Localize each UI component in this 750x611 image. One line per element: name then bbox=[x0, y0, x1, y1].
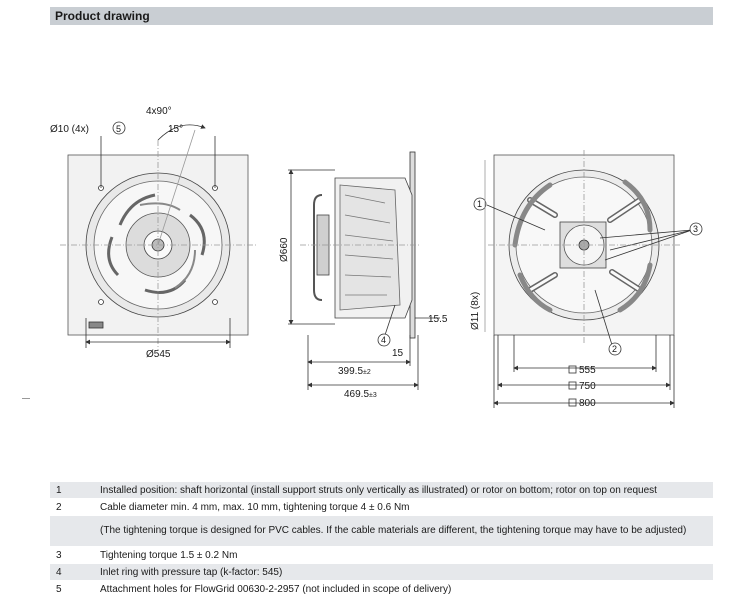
note-text: Attachment holes for FlowGrid 00630-2-29… bbox=[94, 580, 713, 597]
note-number bbox=[50, 515, 94, 547]
rear-hole-label: Ø11 (8x) bbox=[470, 292, 481, 330]
rear-callout-2: 2 bbox=[612, 344, 617, 354]
front-callout: 5 bbox=[116, 124, 121, 134]
rear-view bbox=[473, 150, 703, 408]
section-title: Product drawing bbox=[55, 9, 150, 23]
front-hole-label: Ø10 (4x) bbox=[50, 124, 89, 135]
side-thickness: 15 bbox=[392, 348, 404, 359]
note-row: 1 Installed position: shaft horizontal (… bbox=[50, 481, 713, 499]
front-view bbox=[60, 121, 258, 350]
front-angle: 15° bbox=[168, 124, 183, 135]
note-text: (The tightening torque is designed for P… bbox=[94, 515, 713, 547]
side-depth1: 399.5±2 bbox=[338, 366, 371, 377]
note-row: 5 Attachment holes for FlowGrid 00630-2-… bbox=[50, 580, 713, 597]
rear-dim-555: 555 bbox=[579, 365, 596, 376]
front-diameter: Ø545 bbox=[146, 349, 171, 360]
front-angle-total: 4x90° bbox=[146, 106, 172, 117]
note-row: 3 Tightening torque 1.5 ± 0.2 Nm bbox=[50, 546, 713, 564]
rear-dim-800: 800 bbox=[579, 398, 596, 409]
notes-table: 1 Installed position: shaft horizontal (… bbox=[50, 481, 713, 597]
side-depth2: 469.5±3 bbox=[344, 389, 377, 400]
section-header: Product drawing bbox=[50, 7, 713, 25]
note-number: 5 bbox=[50, 580, 94, 597]
note-text: Tightening torque 1.5 ± 0.2 Nm bbox=[94, 546, 713, 564]
side-flange: 15.5 bbox=[428, 314, 448, 325]
note-number: 4 bbox=[50, 563, 94, 581]
note-row: 4 Inlet ring with pressure tap (k-factor… bbox=[50, 563, 713, 581]
note-number: 3 bbox=[50, 546, 94, 564]
note-number: 1 bbox=[50, 481, 94, 499]
note-text: Installed position: shaft horizontal (in… bbox=[94, 481, 713, 499]
note-row: 2 Cable diameter min. 4 mm, max. 10 mm, … bbox=[50, 498, 713, 516]
side-callout: 4 bbox=[381, 335, 386, 345]
note-row: (The tightening torque is designed for P… bbox=[50, 515, 713, 547]
product-drawing: 4x90° Ø10 (4x) 5 15° Ø545 Ø660 15.5 4 15… bbox=[50, 106, 703, 409]
note-text: Inlet ring with pressure tap (k-factor: … bbox=[94, 563, 713, 581]
rear-dim-750: 750 bbox=[579, 381, 596, 392]
rear-callout-3: 3 bbox=[693, 224, 698, 234]
rear-callout-1: 1 bbox=[477, 199, 482, 209]
note-number: 2 bbox=[50, 498, 94, 516]
side-height: Ø660 bbox=[279, 237, 290, 262]
margin-mark bbox=[22, 398, 30, 399]
note-text: Cable diameter min. 4 mm, max. 10 mm, ti… bbox=[94, 498, 713, 516]
side-view bbox=[288, 151, 440, 390]
